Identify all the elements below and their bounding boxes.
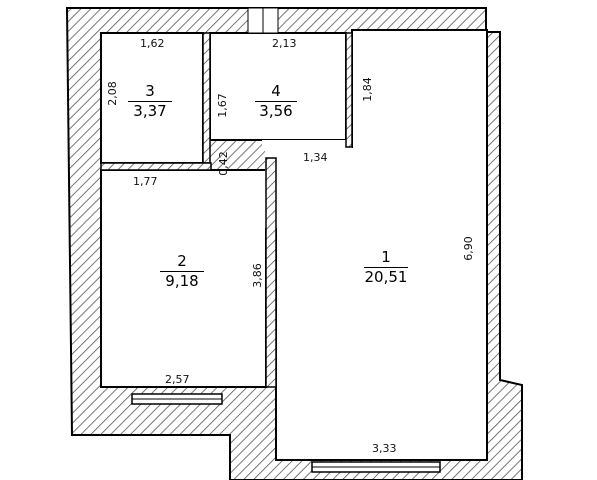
dim-wall-0-42: 0,42 (216, 151, 230, 176)
corridor (262, 140, 352, 150)
dim-wall-1-84: 1,84 (360, 77, 374, 102)
room-2-number: 2 (177, 252, 187, 270)
partition-4-1 (345, 32, 353, 148)
dim-room2-top: 1,77 (133, 175, 158, 188)
dim-room2-height: 3,86 (250, 263, 264, 288)
partition-3-4 (202, 32, 211, 164)
window-room-2 (131, 393, 223, 405)
dim-room3-height: 2,08 (105, 81, 119, 106)
room-3-floor (100, 32, 204, 164)
dim-room1-height: 6,90 (461, 236, 475, 261)
room-2-floor (100, 169, 267, 388)
dim-corridor-width: 1,34 (303, 151, 328, 164)
dim-room2-width: 2,57 (165, 373, 190, 386)
room-4-area: 3,56 (259, 102, 293, 120)
room-4-number: 4 (271, 82, 281, 100)
room-3-area: 3,37 (133, 102, 167, 120)
dim-room4-width: 2,13 (272, 37, 297, 50)
room-3-fraction-line (128, 101, 172, 102)
partition-3-2 (100, 162, 212, 171)
room-2-fraction-line (160, 271, 204, 272)
room-3-number: 3 (145, 82, 155, 100)
partition-2-1 (265, 157, 277, 388)
dim-room3-width: 1,62 (140, 37, 165, 50)
room-1-number: 1 (381, 248, 391, 266)
room-4-fraction-line (255, 101, 297, 102)
dim-room4-height: 1,67 (215, 93, 229, 118)
room-1-area: 20,51 (364, 268, 408, 286)
window-room-1 (311, 461, 441, 473)
room-2-area: 9,18 (165, 272, 199, 290)
room-1-fraction-line (364, 267, 408, 268)
dim-room1-width: 3,33 (372, 442, 397, 455)
